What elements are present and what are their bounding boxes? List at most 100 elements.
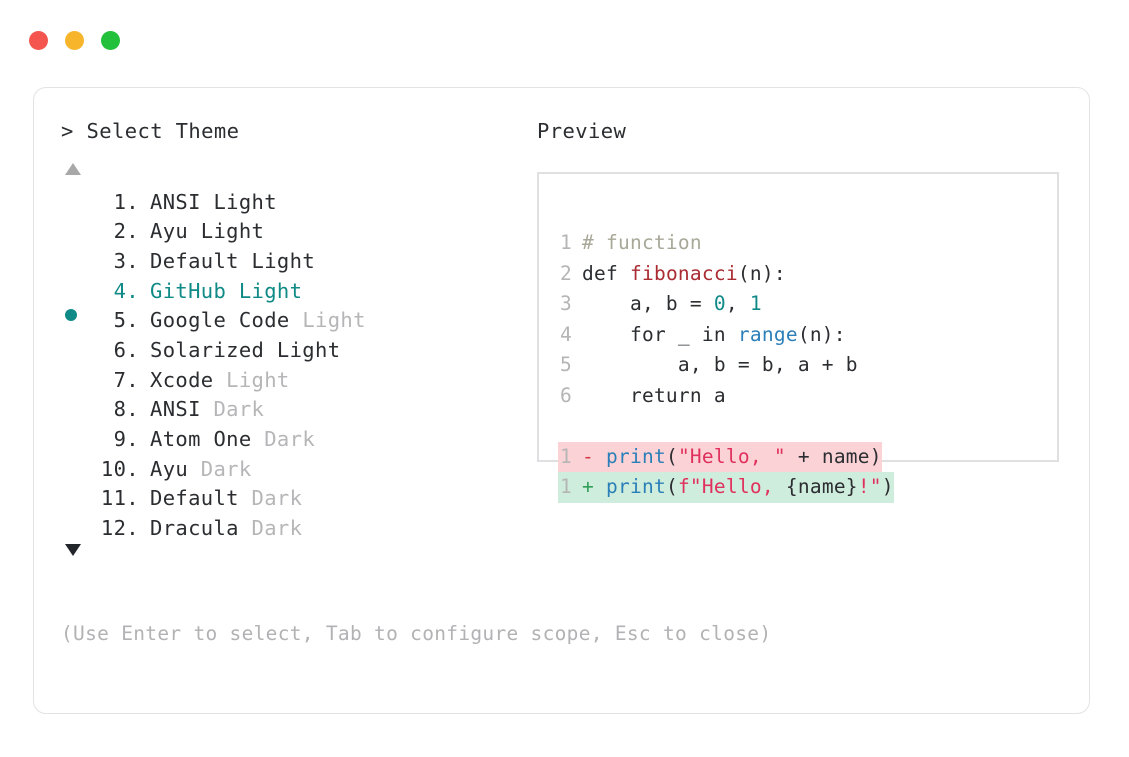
theme-item-variant: Light bbox=[289, 308, 366, 333]
theme-list-item[interactable]: 2. Ayu Light bbox=[61, 217, 531, 247]
theme-item-name: ANSI bbox=[150, 189, 201, 214]
theme-item-name: Dracula bbox=[150, 516, 239, 541]
theme-list-item[interactable]: 9.Atom One Dark bbox=[61, 425, 531, 455]
code-line-number: 3 bbox=[560, 292, 572, 315]
diff-line-content: 1 + print(f"Hello, {name}!") bbox=[558, 472, 894, 503]
theme-item-variant: Light bbox=[213, 367, 290, 392]
page-title: > Select Theme bbox=[61, 119, 240, 143]
theme-item-index: 1. bbox=[113, 189, 139, 214]
diff-line-number: 1 bbox=[560, 475, 572, 498]
preview-panel: Preview bbox=[537, 121, 1072, 142]
diff-line-add: 1 + print(f"Hello, {name}!") bbox=[558, 472, 894, 503]
code-token-plain: ( bbox=[665, 444, 678, 468]
minimize-window-button[interactable] bbox=[65, 31, 84, 50]
theme-list-item[interactable]: 5. Google Code Light bbox=[61, 306, 531, 336]
code-token-plain: for _ in bbox=[582, 322, 738, 346]
code-token-plain: {name} bbox=[785, 475, 858, 498]
code-token-plain: a, b = bbox=[582, 292, 714, 315]
preview-title: Preview bbox=[537, 119, 627, 143]
code-token-plain: + name) bbox=[785, 444, 882, 468]
theme-item-variant: Dark bbox=[188, 456, 252, 481]
code-token-number: 1 bbox=[749, 292, 762, 315]
code-token-plain: (n): bbox=[797, 322, 846, 346]
code-token-plain: a, b = b, a + b bbox=[582, 353, 858, 376]
theme-item-index: 6. bbox=[113, 337, 139, 362]
theme-item-variant: Light bbox=[226, 278, 303, 303]
close-window-button[interactable] bbox=[29, 31, 48, 50]
code-line-number: 6 bbox=[560, 383, 572, 407]
theme-item-index: 10. bbox=[100, 456, 139, 481]
theme-item-name: Default bbox=[150, 486, 239, 511]
theme-list-item[interactable]: 8. ANSI Dark bbox=[61, 395, 531, 425]
theme-list-item[interactable]: 3. Default Light bbox=[61, 247, 531, 277]
code-token-number: 0 bbox=[713, 292, 726, 315]
window-traffic-lights bbox=[29, 31, 120, 50]
code-token-keyword: def bbox=[582, 261, 630, 285]
theme-item-variant: Light bbox=[188, 219, 265, 244]
code-line-number: 1 bbox=[560, 231, 572, 254]
theme-list-item[interactable]: 6. Solarized Light bbox=[61, 336, 531, 366]
theme-item-name: Ayu bbox=[150, 219, 189, 244]
scroll-up-icon[interactable] bbox=[65, 162, 81, 175]
theme-item-index: 4. bbox=[113, 278, 139, 303]
theme-item-index: 3. bbox=[113, 248, 139, 273]
theme-item-index: 12. bbox=[100, 516, 139, 541]
theme-item-variant: Light bbox=[264, 337, 341, 362]
code-line: 3 a, b = 0, 1 bbox=[558, 289, 894, 320]
theme-item-name: ANSI bbox=[150, 397, 201, 422]
theme-item-index: 11. bbox=[100, 486, 139, 511]
theme-item-name: Solarized bbox=[150, 337, 265, 362]
theme-item-index: 5. bbox=[113, 308, 139, 333]
theme-item-name: GitHub bbox=[150, 278, 227, 303]
theme-list-item[interactable]: 10.Ayu Dark bbox=[61, 455, 531, 485]
theme-item-name: Xcode bbox=[150, 367, 214, 392]
theme-list-item[interactable]: 1. ANSI Light bbox=[61, 188, 531, 218]
code-token-builtin: print bbox=[605, 444, 666, 468]
code-token-string: !" bbox=[857, 475, 882, 498]
code-line: 4 for _ in range(n): bbox=[558, 320, 894, 351]
theme-list-item[interactable]: 11. Default Dark bbox=[61, 484, 531, 514]
code-token-string: f"Hello, bbox=[677, 475, 786, 498]
code-token-plain: ( bbox=[665, 475, 678, 498]
code-token-plain: return a bbox=[582, 383, 726, 407]
code-token-builtin: range bbox=[737, 322, 798, 346]
theme-item-name: Default bbox=[150, 248, 239, 273]
diff-marker: + bbox=[582, 475, 606, 498]
theme-item-name: Google Code bbox=[150, 308, 290, 333]
theme-item-variant: Dark bbox=[238, 486, 303, 511]
code-token-plain: ) bbox=[881, 475, 894, 498]
code-token-plain: , bbox=[725, 292, 750, 315]
code-token-func: fibonacci bbox=[629, 261, 738, 285]
code-line: 5 a, b = b, a + b bbox=[558, 350, 894, 381]
maximize-window-button[interactable] bbox=[101, 31, 120, 50]
theme-item-variant: Dark bbox=[251, 427, 316, 451]
diff-line-content: 1- print("Hello, " + name) bbox=[558, 441, 882, 472]
keyboard-hint: (Use Enter to select, Tab to configure s… bbox=[61, 622, 772, 645]
diff-line-del: 1- print("Hello, " + name) bbox=[558, 441, 894, 472]
code-line-number: 4 bbox=[560, 322, 572, 346]
code-token-comment: # function bbox=[582, 231, 702, 254]
theme-item-variant: Dark bbox=[200, 397, 265, 422]
theme-list-item[interactable]: 7.Xcode Light bbox=[61, 366, 531, 396]
diff-line-number: 1 bbox=[560, 444, 572, 468]
theme-item-index: 8. bbox=[113, 397, 139, 422]
code-line: 1 # function bbox=[558, 228, 894, 259]
theme-list-item[interactable]: 4. GitHub Light bbox=[61, 277, 531, 321]
code-line-number: 2 bbox=[560, 261, 572, 285]
code-blank-line bbox=[558, 411, 894, 442]
theme-item-variant: Light bbox=[238, 248, 316, 273]
theme-item-index: 2. bbox=[113, 219, 139, 244]
code-line-number: 5 bbox=[560, 353, 572, 376]
diff-marker: - bbox=[582, 444, 606, 468]
theme-list-item[interactable]: 12. Dracula Dark bbox=[61, 514, 531, 544]
theme-item-variant: Dark bbox=[238, 516, 303, 541]
scroll-down-icon[interactable] bbox=[65, 543, 81, 556]
theme-item-variant: Light bbox=[200, 189, 277, 214]
code-token-builtin: print bbox=[605, 475, 666, 498]
